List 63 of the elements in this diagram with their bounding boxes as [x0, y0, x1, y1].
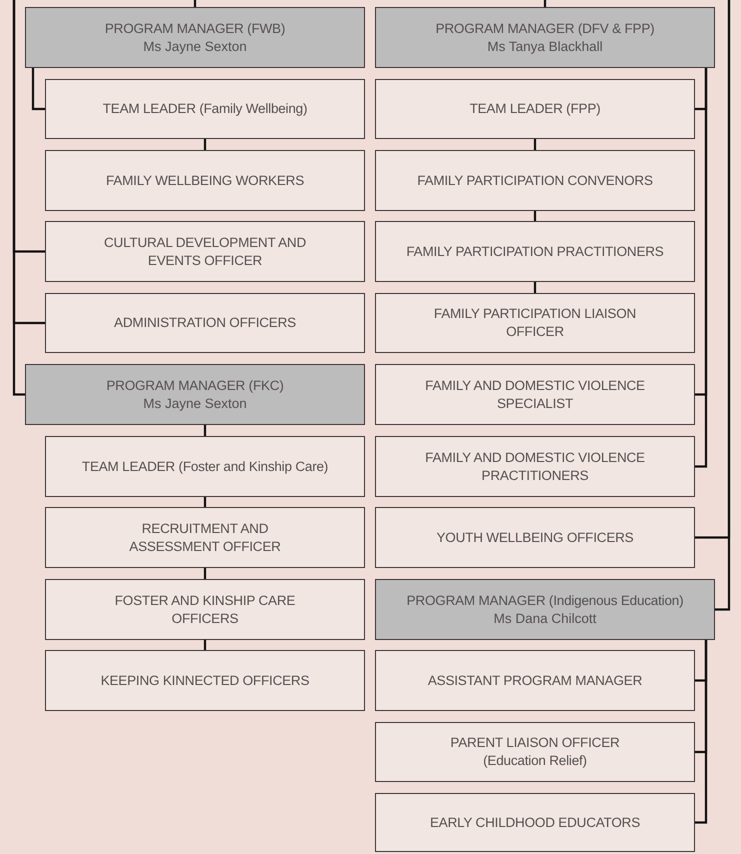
- role-title: TEAM LEADER (Family Wellbeing): [102, 100, 308, 118]
- connector-line: [194, 0, 196, 7]
- role-box: [375, 650, 695, 711]
- connector-line: [715, 0, 730, 611]
- role-title: FAMILY PARTICIPATION LIAISON OFFICER: [432, 305, 638, 341]
- role-box: [45, 436, 365, 497]
- role-title: FAMILY AND DOMESTIC VIOLENCE SPECIALIST: [425, 376, 645, 412]
- person-name: Ms Dana Chilcott: [494, 610, 596, 628]
- connector-line: [204, 497, 206, 507]
- role-box: [375, 436, 695, 497]
- role-box: [45, 79, 365, 139]
- role-title: TEAM LEADER (FPP): [470, 100, 600, 118]
- connector-line: [695, 68, 708, 468]
- role-box: [45, 579, 365, 640]
- role-box: [375, 293, 695, 353]
- role-title: YOUTH WELLBEING OFFICERS: [436, 528, 634, 546]
- connector-line: [534, 282, 536, 293]
- connector-line: [204, 425, 206, 436]
- role-title: PARENT LIAISON OFFICER (Education Relief): [449, 734, 621, 770]
- role-box: [45, 293, 365, 353]
- connector-line: [544, 0, 546, 7]
- role-box: [375, 722, 695, 782]
- role-title: ASSISTANT PROGRAM MANAGER: [428, 672, 642, 690]
- role-title: FOSTER AND KINSHIP CARE OFFICERS: [114, 592, 296, 628]
- role-box: [375, 150, 695, 211]
- role-box: [375, 364, 695, 425]
- connector-line: [204, 139, 206, 150]
- role-title: CULTURAL DEVELOPMENT AND EVENTS OFFICER: [103, 234, 307, 270]
- role-title: RECRUITMENT AND ASSESSMENT OFFICER: [128, 520, 282, 556]
- connector-line: [204, 568, 206, 579]
- role-box: [375, 507, 695, 568]
- manager-box: [25, 364, 365, 425]
- manager-box: [375, 7, 715, 68]
- role-box: [45, 150, 365, 211]
- person-name: Ms Jayne Sexton: [143, 38, 247, 56]
- role-box: [45, 507, 365, 568]
- role-title: EARLY CHILDHOOD EDUCATORS: [430, 814, 640, 832]
- manager-box: [375, 579, 715, 640]
- role-box: [375, 79, 695, 139]
- connector-line: [32, 68, 45, 110]
- role-box: [375, 221, 695, 282]
- connector-line: [534, 211, 536, 221]
- role-title: PROGRAM MANAGER (FKC): [106, 376, 284, 394]
- role-title: PROGRAM MANAGER (Indigenous Education): [406, 592, 684, 610]
- role-title: ADMINISTRATION OFFICERS: [114, 314, 296, 332]
- role-box: [45, 221, 365, 282]
- role-title: FAMILY PARTICIPATION PRACTITIONERS: [406, 242, 664, 260]
- role-box: [375, 793, 695, 852]
- connector-line: [695, 640, 708, 824]
- role-title: FAMILY WELLBEING WORKERS: [106, 172, 304, 190]
- person-name: Ms Jayne Sexton: [143, 394, 247, 412]
- role-title: PROGRAM MANAGER (DFV & FPP): [436, 20, 654, 38]
- connector-line: [204, 640, 206, 650]
- connector-line: [534, 139, 536, 150]
- person-name: Ms Tanya Blackhall: [487, 38, 603, 56]
- role-title: PROGRAM MANAGER (FWB): [104, 20, 286, 38]
- role-title: FAMILY AND DOMESTIC VIOLENCE PRACTITIONERS: [424, 448, 646, 484]
- role-box: [45, 650, 365, 711]
- manager-box: [25, 7, 365, 68]
- role-title: KEEPING KINNECTED OFFICERS: [100, 672, 310, 690]
- role-title: TEAM LEADER (Foster and Kinship Care): [82, 458, 328, 476]
- role-title: FAMILY PARTICIPATION CONVENORS: [417, 172, 653, 190]
- connector-line: [12, 0, 25, 396]
